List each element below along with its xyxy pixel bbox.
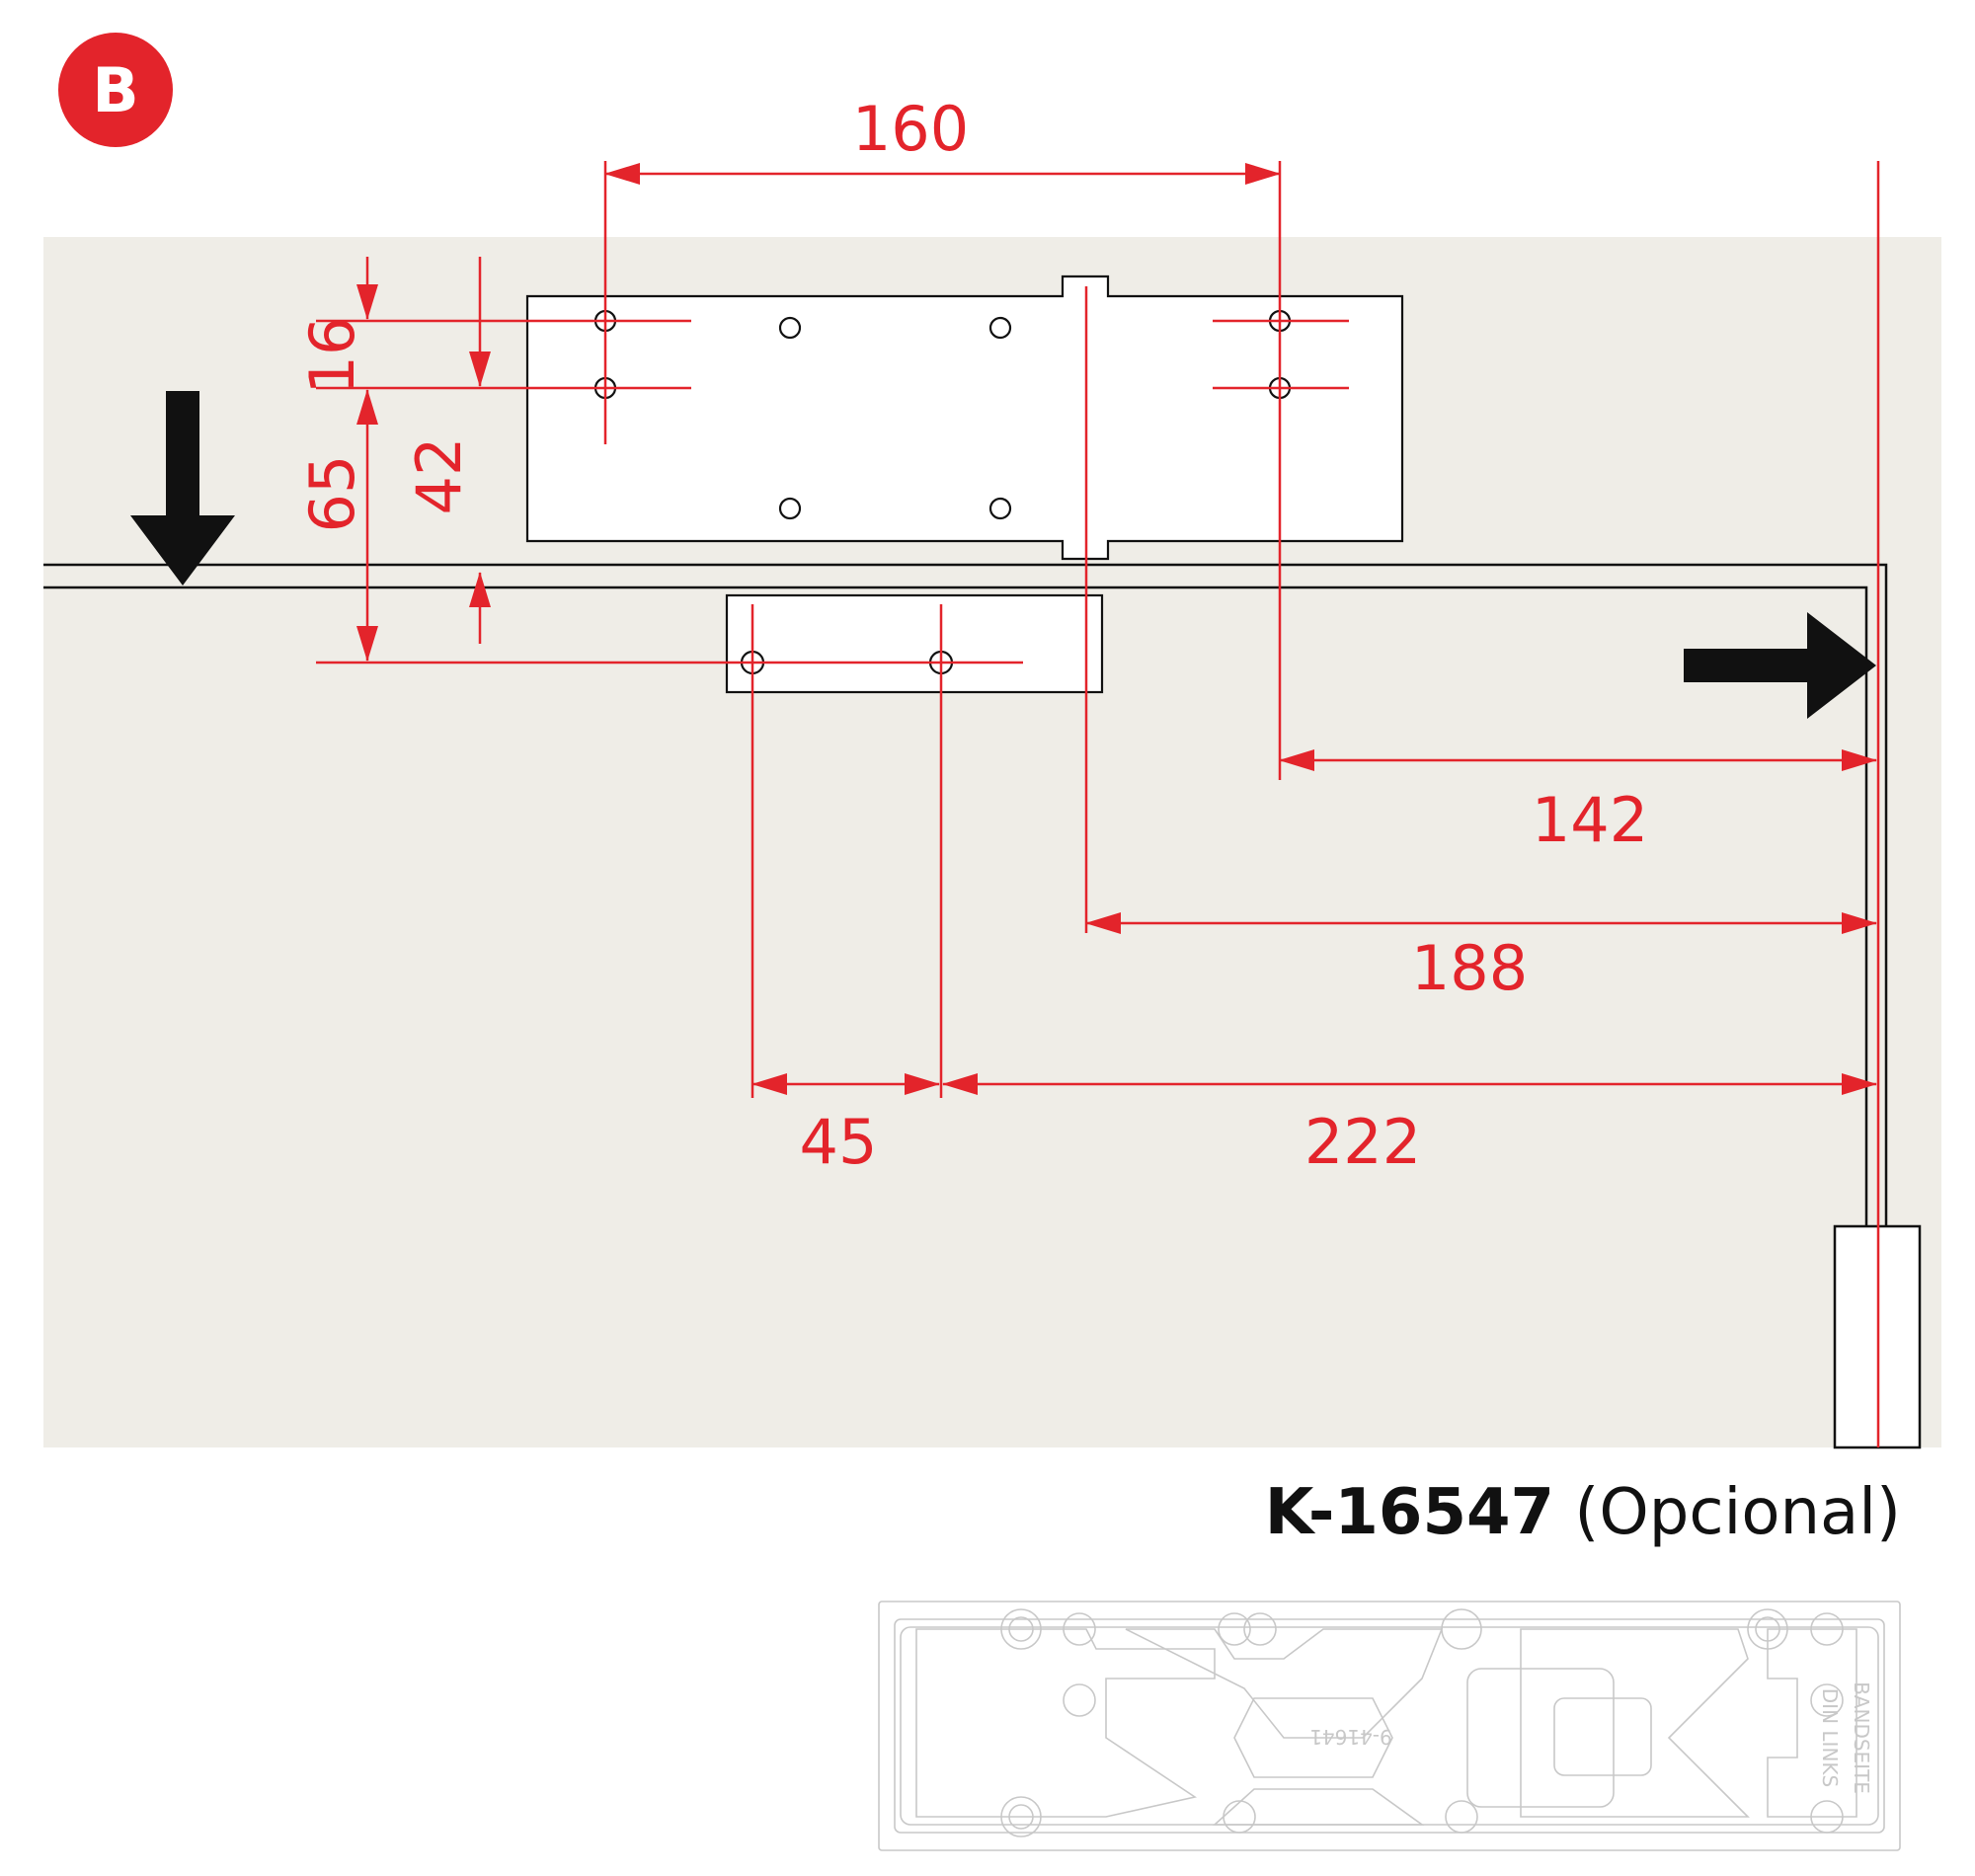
- hole: [778, 316, 802, 340]
- arrow-right-icon: [1684, 612, 1876, 719]
- badge-circle: [58, 33, 173, 147]
- dimension-45: 45: [800, 1106, 878, 1178]
- caption: K-16547 (Opcional): [1265, 1476, 1901, 1549]
- dimension-65: 65: [296, 455, 368, 533]
- badge: B: [58, 33, 173, 147]
- dimension-160: 160: [852, 93, 969, 165]
- plate-text-code: 9-41641: [1309, 1725, 1392, 1749]
- arm-shoe: [725, 593, 1104, 694]
- caption-code: K-16547: [1264, 1476, 1555, 1549]
- hole: [988, 316, 1012, 340]
- dimension-42: 42: [403, 437, 475, 515]
- dimension-lines: [356, 163, 1877, 1095]
- dimension-142: 142: [1532, 784, 1648, 856]
- hole: [988, 497, 1012, 520]
- dimension-188: 188: [1411, 932, 1528, 1004]
- plate-text-din-links: DIN LINKS: [1818, 1688, 1842, 1787]
- extension-lines: [316, 161, 1880, 1447]
- dimension-16: 16: [296, 317, 368, 395]
- optional-mounting-plate: 9-41641 BANDSEITE DIN LINKS: [878, 1601, 1901, 1851]
- dimension-222: 222: [1304, 1106, 1421, 1178]
- closer-body: [525, 274, 1404, 561]
- badge-letter: B: [92, 54, 138, 126]
- hole: [778, 497, 802, 520]
- caption-note: (Opcional): [1574, 1476, 1901, 1549]
- arrow-down-icon: [130, 391, 235, 586]
- plate-text-bandseite: BANDSEITE: [1850, 1681, 1873, 1794]
